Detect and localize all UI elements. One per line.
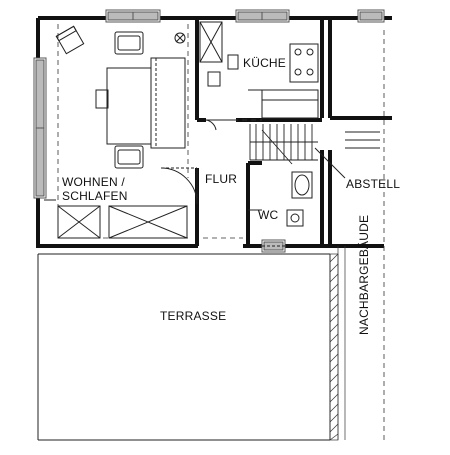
kitchen-fixtures: [199, 21, 319, 131]
stairs: [249, 124, 380, 165]
label-flur: FLUR: [205, 172, 237, 186]
living-furniture: [44, 25, 198, 239]
label-kueche: KÜCHE: [243, 56, 286, 70]
label-wc: WC: [258, 208, 279, 222]
label-terrasse: TERRASSE: [160, 309, 226, 323]
neighbor-building: [329, 246, 346, 441]
label-nachbargebaeude: NACHBARGEBÄUDE: [357, 215, 371, 335]
wc-fixtures: [248, 171, 313, 247]
label-abstell: ABSTELL: [346, 177, 400, 191]
abstell-pointer: [314, 147, 346, 179]
label-wohnen-line1: WOHNEN /: [62, 175, 125, 189]
walls: [36, 16, 392, 248]
room-labels: WOHNEN / SCHLAFEN KÜCHE FLUR WC ABSTELL …: [62, 56, 400, 335]
terrace: [37, 253, 331, 441]
label-wohnen-line2: SCHLAFEN: [62, 189, 128, 203]
armchair: [55, 25, 85, 55]
ceiling-lamp-icon: [174, 32, 186, 44]
